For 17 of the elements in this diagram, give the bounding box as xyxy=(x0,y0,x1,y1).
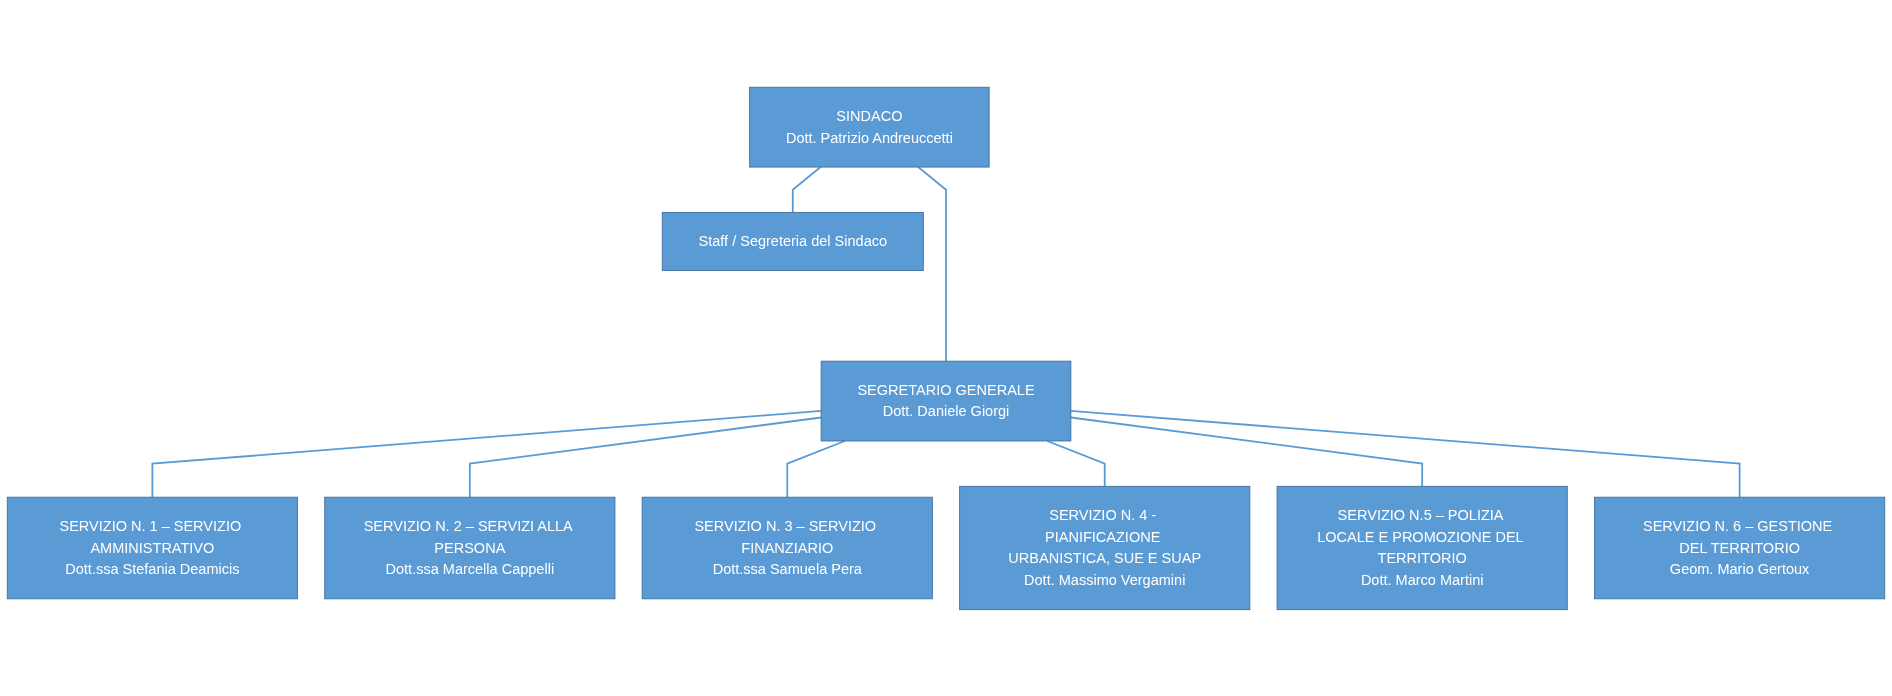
node-box: SINDACO Dott. Patrizio Andreuccetti xyxy=(749,86,990,168)
connector xyxy=(468,416,823,498)
node-box: SERVIZIO N.5 – POLIZIA LOCALE E PROMOZIONE DEL TERRITORIO Dott. Marco Martini xyxy=(1276,485,1568,610)
node-box: SERVIZIO N. 4 - PIANIFICAZIONE URBANISTICA, SUE E SUAP Dott. Massimo Vergamini xyxy=(959,485,1251,610)
connector xyxy=(151,409,823,498)
connector xyxy=(786,439,846,498)
connector xyxy=(1046,439,1106,487)
connector xyxy=(1069,416,1424,487)
node-box: SEGRETARIO GENERALE Dott. Daniele Giorgi xyxy=(820,360,1072,441)
connector xyxy=(1069,409,1741,498)
node-box: SERVIZIO N. 2 – SERVIZI ALLA PERSONA Dott.ssa Marcella Cappelli xyxy=(324,496,616,599)
connector xyxy=(917,165,947,362)
node-box: SERVIZIO N. 3 – SERVIZIO FINANZIARIO Dott.ssa Samuela Pera xyxy=(641,496,933,599)
connector xyxy=(791,165,822,213)
node-box: SERVIZIO N. 6 – GESTIONE DEL TERRITORIO Geom. Mario Gertoux xyxy=(1594,496,1886,599)
node-box: SERVIZIO N. 1 – SERVIZIO AMMINISTRATIVO Dott.ssa Stefania Deamicis xyxy=(6,496,298,599)
node-box: Staff / Segreteria del Sindaco xyxy=(661,211,924,271)
